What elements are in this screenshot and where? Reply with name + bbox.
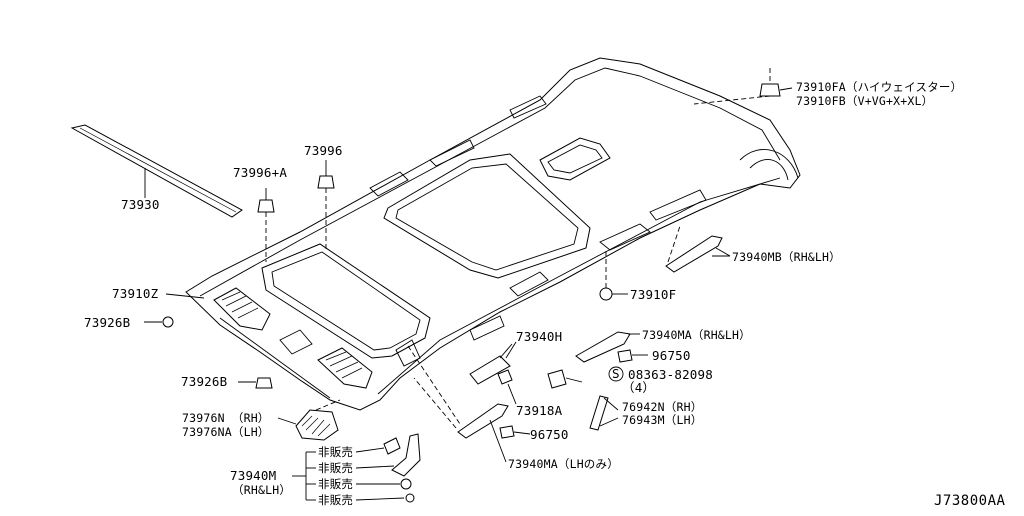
bolt-08363 — [547, 366, 624, 389]
diagram-reference: J73800AA — [934, 493, 1006, 509]
headlining-panel — [185, 57, 801, 411]
clip-73996a — [257, 188, 275, 262]
clip-73910fa — [693, 68, 793, 105]
label-73926b-1: 73926B — [84, 315, 131, 330]
assist-grip-73940ma-lh — [413, 377, 531, 463]
label-73910fb: 73910FB（V+VG+X+XL） — [796, 94, 934, 108]
leader-73910z — [165, 293, 205, 299]
label-73940h: 73940H — [516, 329, 563, 344]
label-73996a: 73996+A — [233, 165, 288, 180]
bracket-73940h — [469, 343, 513, 385]
label-08363: 08363-82098 — [628, 367, 713, 382]
label-73910f: 73910F — [630, 287, 677, 302]
leader-73940h — [505, 341, 517, 359]
label-73940m: 73940M — [230, 468, 277, 483]
label-not-sold-2: 非販売 — [318, 461, 354, 475]
label-73940m-side: （RH&LH） — [232, 483, 292, 497]
label-73976na: 73976NA（LH） — [182, 425, 270, 439]
label-76943m: 76943M（LH） — [622, 413, 703, 427]
bracket-76942n — [589, 395, 619, 431]
clip-73926b-rear — [238, 377, 273, 389]
lamp-73976n — [277, 399, 341, 441]
label-73930: 73930 — [121, 197, 160, 212]
label-not-sold-3: 非販売 — [318, 477, 354, 491]
label-73940mb: 73940MB（RH&LH） — [732, 250, 841, 264]
label-96750-2: 96750 — [530, 427, 569, 442]
label-73996: 73996 — [304, 143, 343, 158]
label-76942n: 76942N（RH） — [622, 400, 703, 414]
part-73918a — [497, 369, 517, 405]
label-73940ma-lh: 73940MA（LHのみ） — [508, 457, 619, 471]
part-73930-strip — [70, 124, 243, 218]
clip-73996 — [317, 160, 335, 250]
label-73926b-2: 73926B — [181, 374, 228, 389]
label-96750-1: 96750 — [652, 348, 691, 363]
label-73910fa: 73910FA（ハイウェイスター） — [796, 80, 963, 94]
assist-grip-73940m — [292, 433, 421, 503]
clip-73926b-front — [144, 316, 174, 328]
label-73918a: 73918A — [516, 403, 563, 418]
screw-symbol: S — [612, 366, 620, 381]
label-not-sold-1: 非販売 — [318, 445, 354, 459]
label-not-sold-4: 非販売 — [318, 493, 354, 507]
assist-grip-73940mb — [665, 225, 731, 273]
clip-73910f — [599, 250, 628, 301]
label-73940ma: 73940MA（RH&LH） — [642, 328, 751, 342]
label-08363-qty: （4） — [622, 380, 656, 395]
label-73910z: 73910Z — [112, 286, 159, 301]
assist-grip-73940ma — [575, 331, 648, 363]
label-73976n: 73976N （RH） — [182, 411, 270, 425]
